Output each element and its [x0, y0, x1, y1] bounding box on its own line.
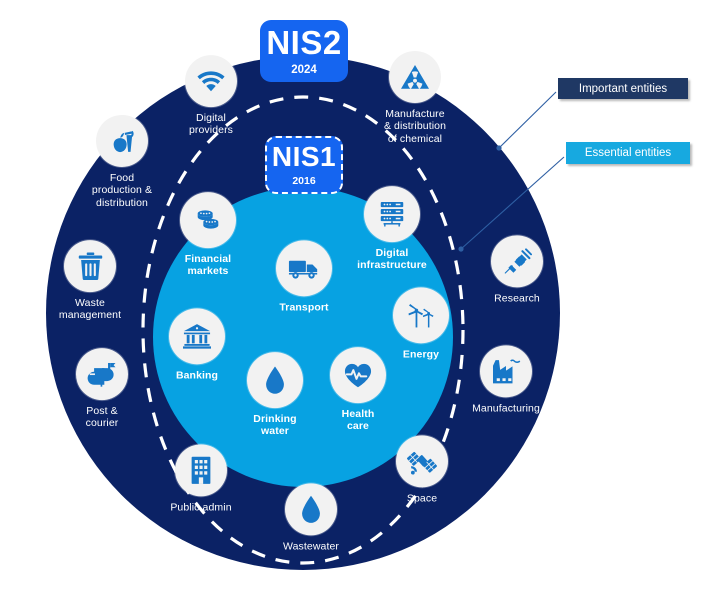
truck-icon: [276, 240, 332, 297]
entity-label: Waste management: [58, 297, 122, 322]
outer-entity-waste-management[interactable]: Waste management: [30, 240, 150, 322]
water-drop-icon: [247, 352, 303, 409]
server-icon: [364, 186, 420, 243]
factory-icon: [480, 345, 532, 398]
nis1-title: NIS1: [271, 141, 337, 173]
outer-entity-digital-providers[interactable]: Digital providers: [151, 55, 271, 137]
inner-entity-financial-markets[interactable]: Financial markets: [148, 192, 268, 278]
legend-important-entities[interactable]: Important entities: [558, 78, 688, 99]
outer-entity-post-courier[interactable]: Post & courier: [42, 348, 162, 430]
entity-label: Space: [406, 492, 438, 505]
inner-entity-health-care[interactable]: Health care: [298, 347, 418, 433]
entity-label: Banking: [175, 369, 219, 382]
nis2-badge[interactable]: NIS2 2024: [260, 20, 348, 82]
inner-entity-drinking-water[interactable]: Drinking water: [215, 352, 335, 438]
food-icon: [96, 114, 148, 167]
entity-label: Digital providers: [188, 112, 234, 137]
entity-label: Drinking water: [253, 413, 297, 438]
entity-label: Manufacture & distribution of chemical: [383, 107, 447, 145]
heart-pulse-icon: [330, 347, 386, 404]
hazard-icon: [389, 50, 441, 103]
essential-entities-dashed-boundary: [141, 95, 465, 565]
entity-label: Food production & distribution: [91, 171, 153, 209]
inner-entity-banking[interactable]: Banking: [137, 308, 257, 381]
outer-entity-space[interactable]: Space: [362, 435, 482, 504]
entity-label: Manufacturing: [472, 402, 540, 415]
essential-entities-circle: [153, 187, 453, 487]
coins-icon: [180, 192, 236, 249]
legend-essential-entities[interactable]: Essential entities: [566, 142, 690, 164]
outer-entity-wastewater[interactable]: Wastewater: [251, 483, 371, 552]
entity-label: Digital infrastructure: [357, 247, 427, 272]
legend-essential-label: Essential entities: [584, 147, 672, 159]
inner-entity-energy[interactable]: Energy: [361, 287, 481, 360]
entity-label: Wastewater: [282, 540, 340, 553]
entity-label: Research: [494, 292, 540, 305]
legend-important-label: Important entities: [578, 82, 668, 95]
outer-entity-manufacturing[interactable]: Manufacturing: [446, 345, 566, 414]
outer-entity-research[interactable]: Research: [457, 235, 577, 304]
nis1-badge[interactable]: NIS1 2016: [265, 136, 343, 194]
entity-label: Transport: [279, 301, 329, 314]
leader-line-essential: [460, 156, 565, 250]
entity-label: Post & courier: [85, 405, 119, 430]
syringe-icon: [491, 235, 543, 288]
entity-label: Public admin: [170, 501, 232, 514]
leader-dot-important: [496, 145, 502, 151]
outer-entity-food-production-distribution[interactable]: Food production & distribution: [62, 114, 182, 209]
wind-turbine-icon: [393, 287, 449, 344]
mailbox-icon: [76, 348, 128, 401]
trash-bin-icon: [64, 240, 116, 293]
water-drop-icon: [285, 483, 337, 536]
leader-line-important: [498, 91, 557, 149]
office-building-icon: [175, 444, 227, 497]
outer-entity-public-admin[interactable]: Public admin: [141, 444, 261, 513]
entity-label: Energy: [402, 348, 440, 361]
nis1-year: 2016: [292, 175, 316, 188]
inner-entity-digital-infrastructure[interactable]: Digital infrastructure: [332, 186, 452, 272]
leader-dot-essential: [458, 246, 464, 252]
bank-icon: [169, 308, 225, 365]
satellite-icon: [396, 435, 448, 488]
entity-label: Health care: [341, 408, 375, 433]
outer-entity-manufacture-distribution-of-chemical[interactable]: Manufacture & distribution of chemical: [355, 50, 475, 145]
inner-entity-transport[interactable]: Transport: [244, 240, 364, 313]
wifi-icon: [185, 55, 237, 108]
entity-label: Financial markets: [184, 253, 232, 278]
nis2-year: 2024: [291, 63, 317, 76]
nis2-title: NIS2: [266, 23, 342, 61]
